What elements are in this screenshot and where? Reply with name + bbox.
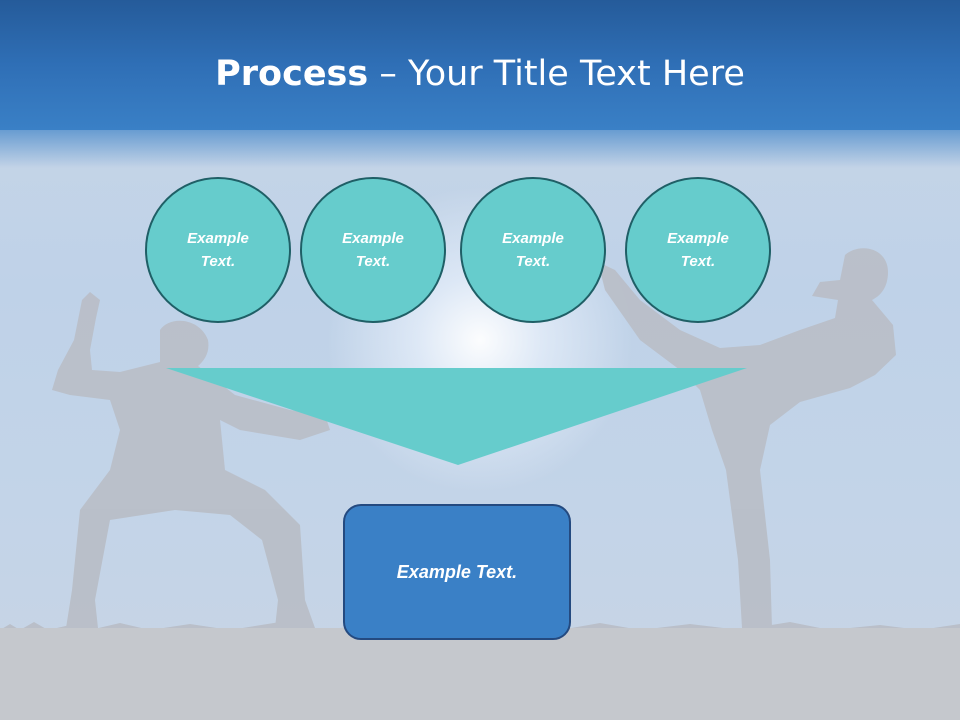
process-step-3: Example Text.: [460, 177, 606, 323]
process-step-1: Example Text.: [145, 177, 291, 323]
ground: [0, 628, 960, 720]
process-step-4: Example Text.: [625, 177, 771, 323]
title-bar: [0, 0, 960, 130]
result-box: Example Text.: [343, 504, 571, 640]
process-step-2: Example Text.: [300, 177, 446, 323]
title-bold: Process: [215, 54, 369, 94]
result-label: Example Text.: [396, 561, 518, 582]
title-bar-fade: [0, 128, 960, 168]
page-title: Process – Your Title Text Here: [0, 52, 960, 96]
title-rest: – Your Title Text Here: [368, 54, 745, 94]
funnel-arrow: [166, 368, 747, 465]
